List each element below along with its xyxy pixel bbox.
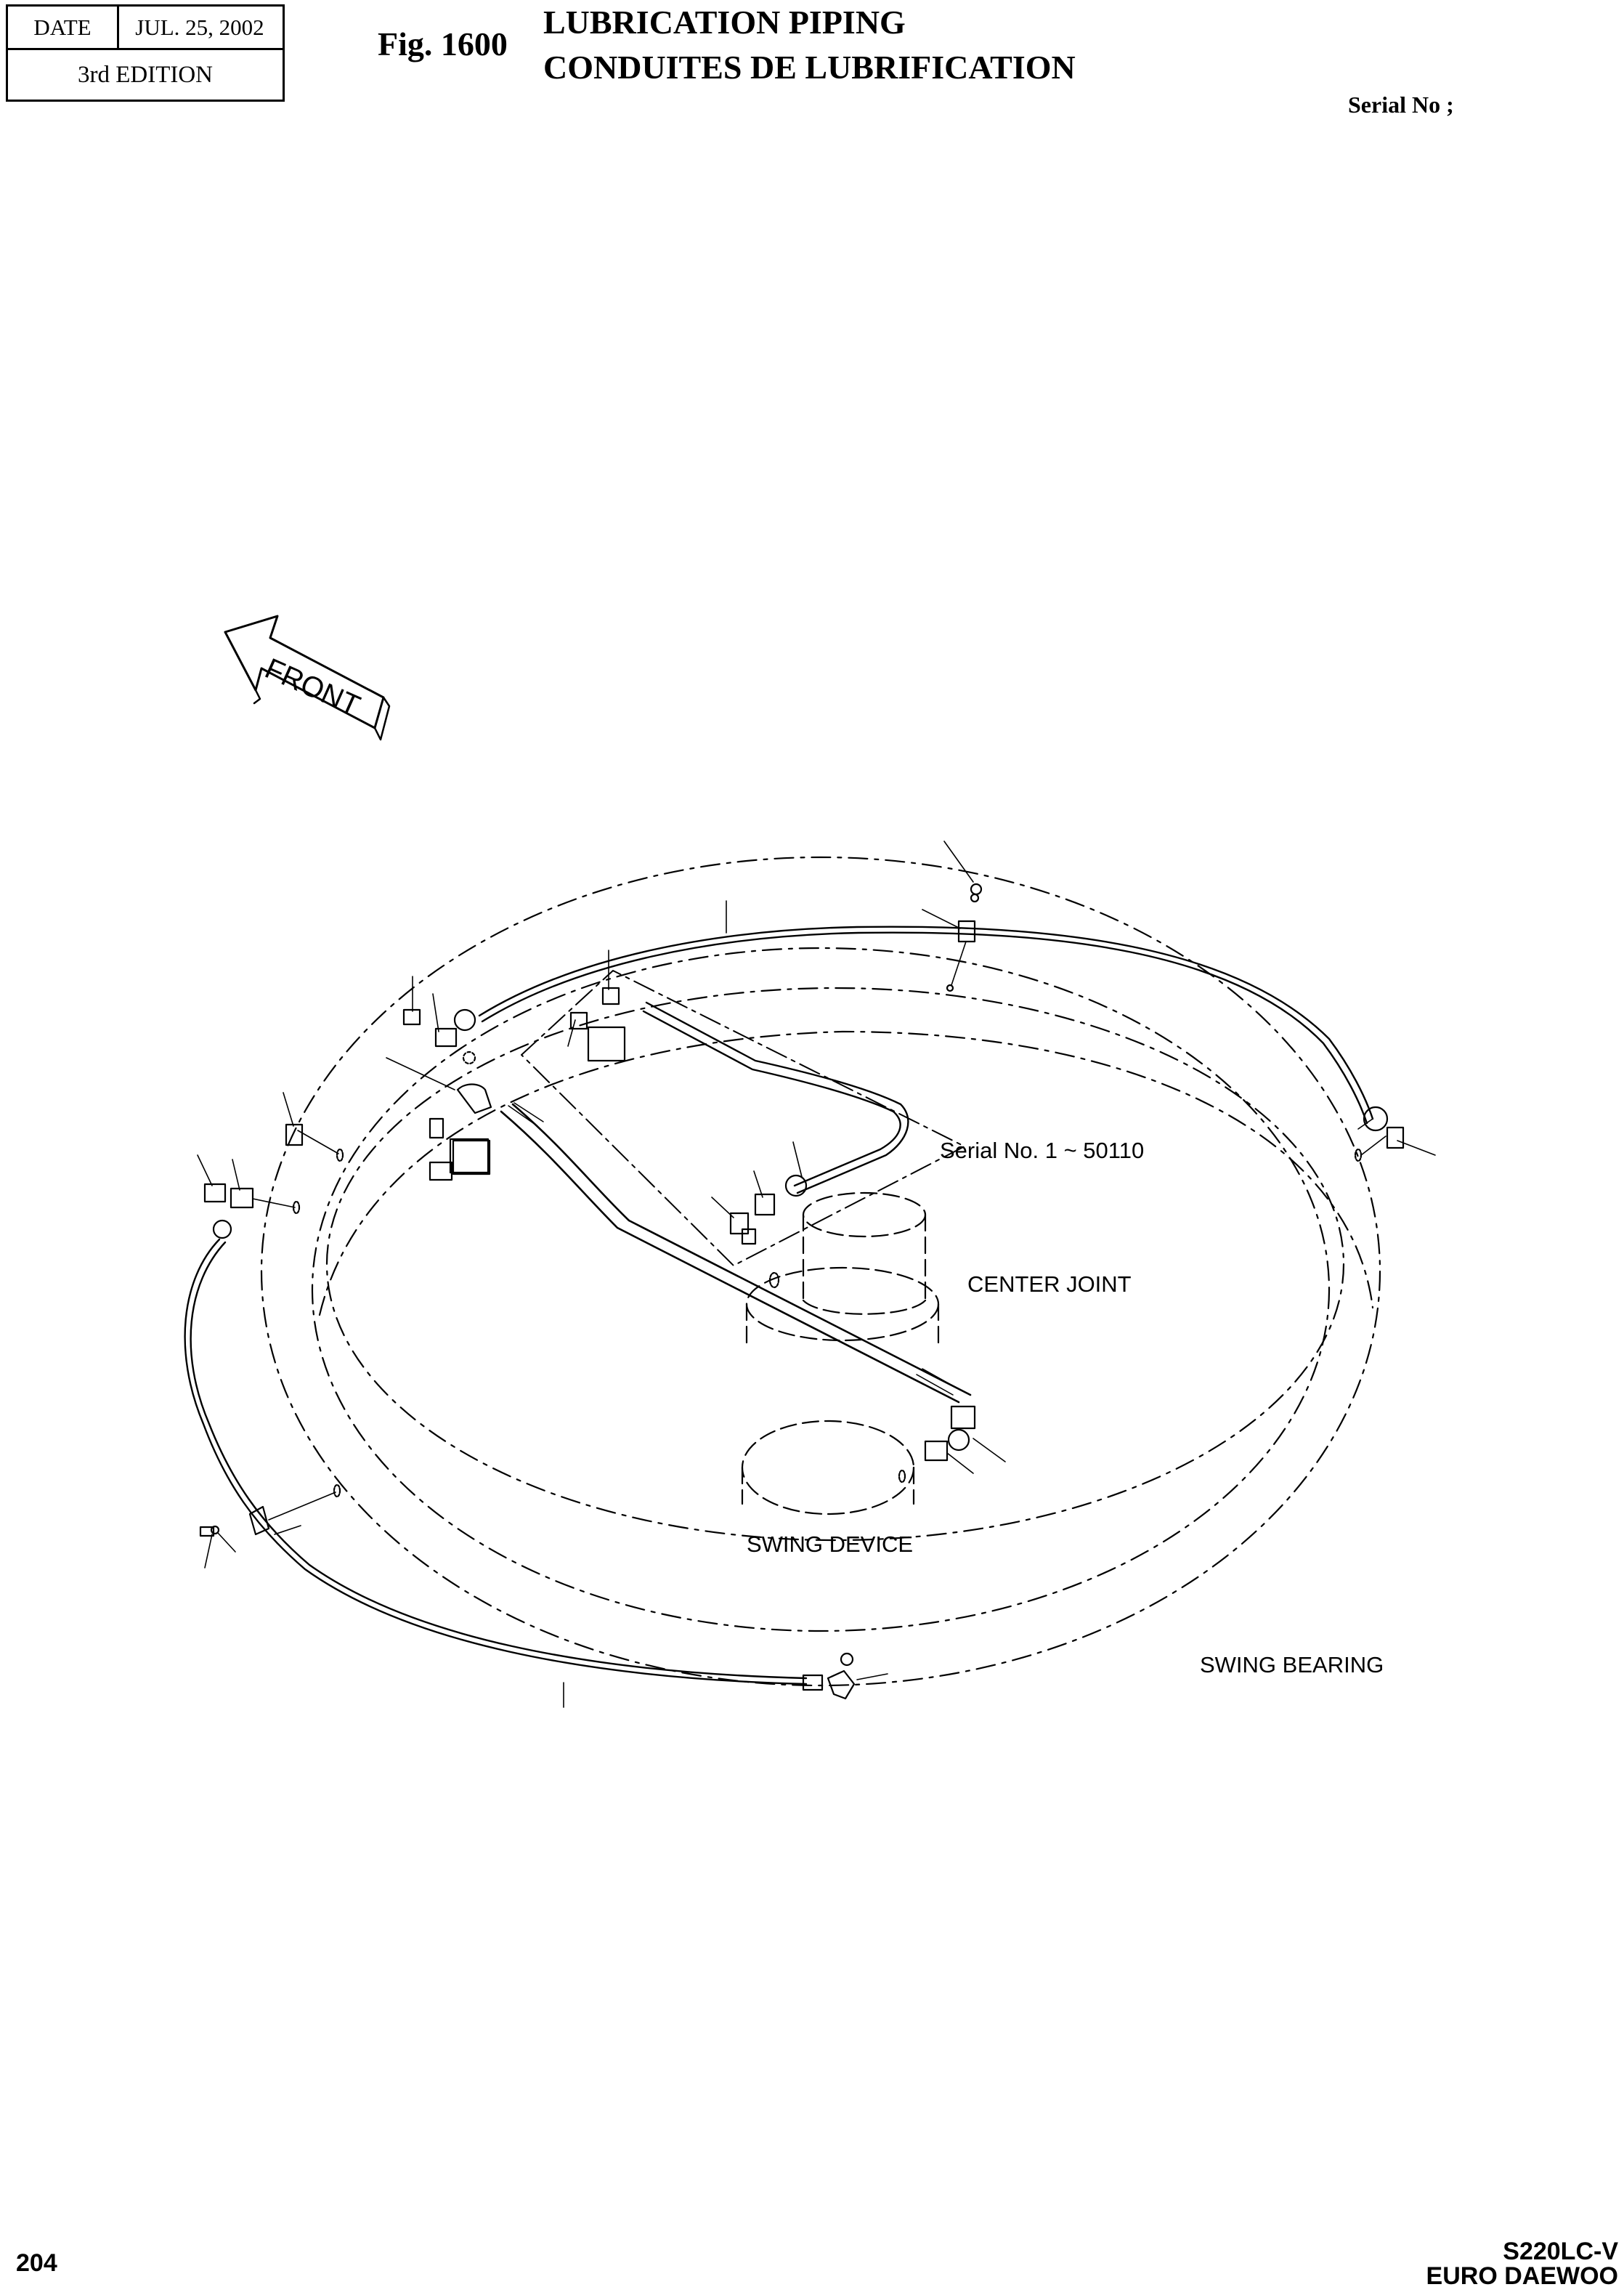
- lower-lube-pipe: [184, 1238, 808, 1685]
- page-number: 204: [16, 2249, 57, 2277]
- figure-number: Fig. 1600: [378, 25, 508, 62]
- upper-lube-pipe: [478, 926, 1374, 1125]
- model-designation: S220LC-V EURO DAEWOO: [1426, 2239, 1618, 2288]
- model-name: S220LC-V: [1503, 2238, 1618, 2265]
- header-date-row: DATE JUL. 25, 2002: [8, 7, 283, 50]
- title-french: CONDUITES DE LUBRIFICATION: [543, 49, 1076, 86]
- part-leader-lines: [197, 841, 1436, 1708]
- center-joint-label: CENTER JOINT: [967, 1271, 1132, 1297]
- header-edition-row: 3rd EDITION: [8, 50, 283, 100]
- swing-bearing-label: SWING BEARING: [1200, 1652, 1384, 1677]
- serial-range-outline: [521, 970, 965, 1266]
- header-info-box: DATE JUL. 25, 2002 3rd EDITION: [6, 4, 285, 102]
- front-arrow-icon: FRONT: [224, 615, 391, 741]
- swing-device-label: SWING DEVICE: [747, 1531, 913, 1557]
- serial-number-label: Serial No ;: [1348, 92, 1454, 118]
- date-label: DATE: [8, 7, 119, 48]
- serial-range-label: Serial No. 1 ~ 50110: [940, 1138, 1144, 1163]
- swing-device-illustration: [741, 1420, 915, 1515]
- edition-label: 3rd EDITION: [77, 61, 214, 88]
- date-value: JUL. 25, 2002: [135, 14, 264, 40]
- title-english: LUBRICATION PIPING: [543, 4, 906, 41]
- center-joint-illustration: [745, 1191, 940, 1349]
- center-joint-pipe: [642, 1001, 909, 1194]
- model-brand: EURO DAEWOO: [1426, 2262, 1618, 2290]
- pipe-fittings: [199, 883, 1405, 1700]
- swing-bearing-outline: [260, 856, 1381, 1687]
- front-arrow-label: FRONT: [260, 652, 365, 722]
- swing-device-hose: [500, 1102, 972, 1404]
